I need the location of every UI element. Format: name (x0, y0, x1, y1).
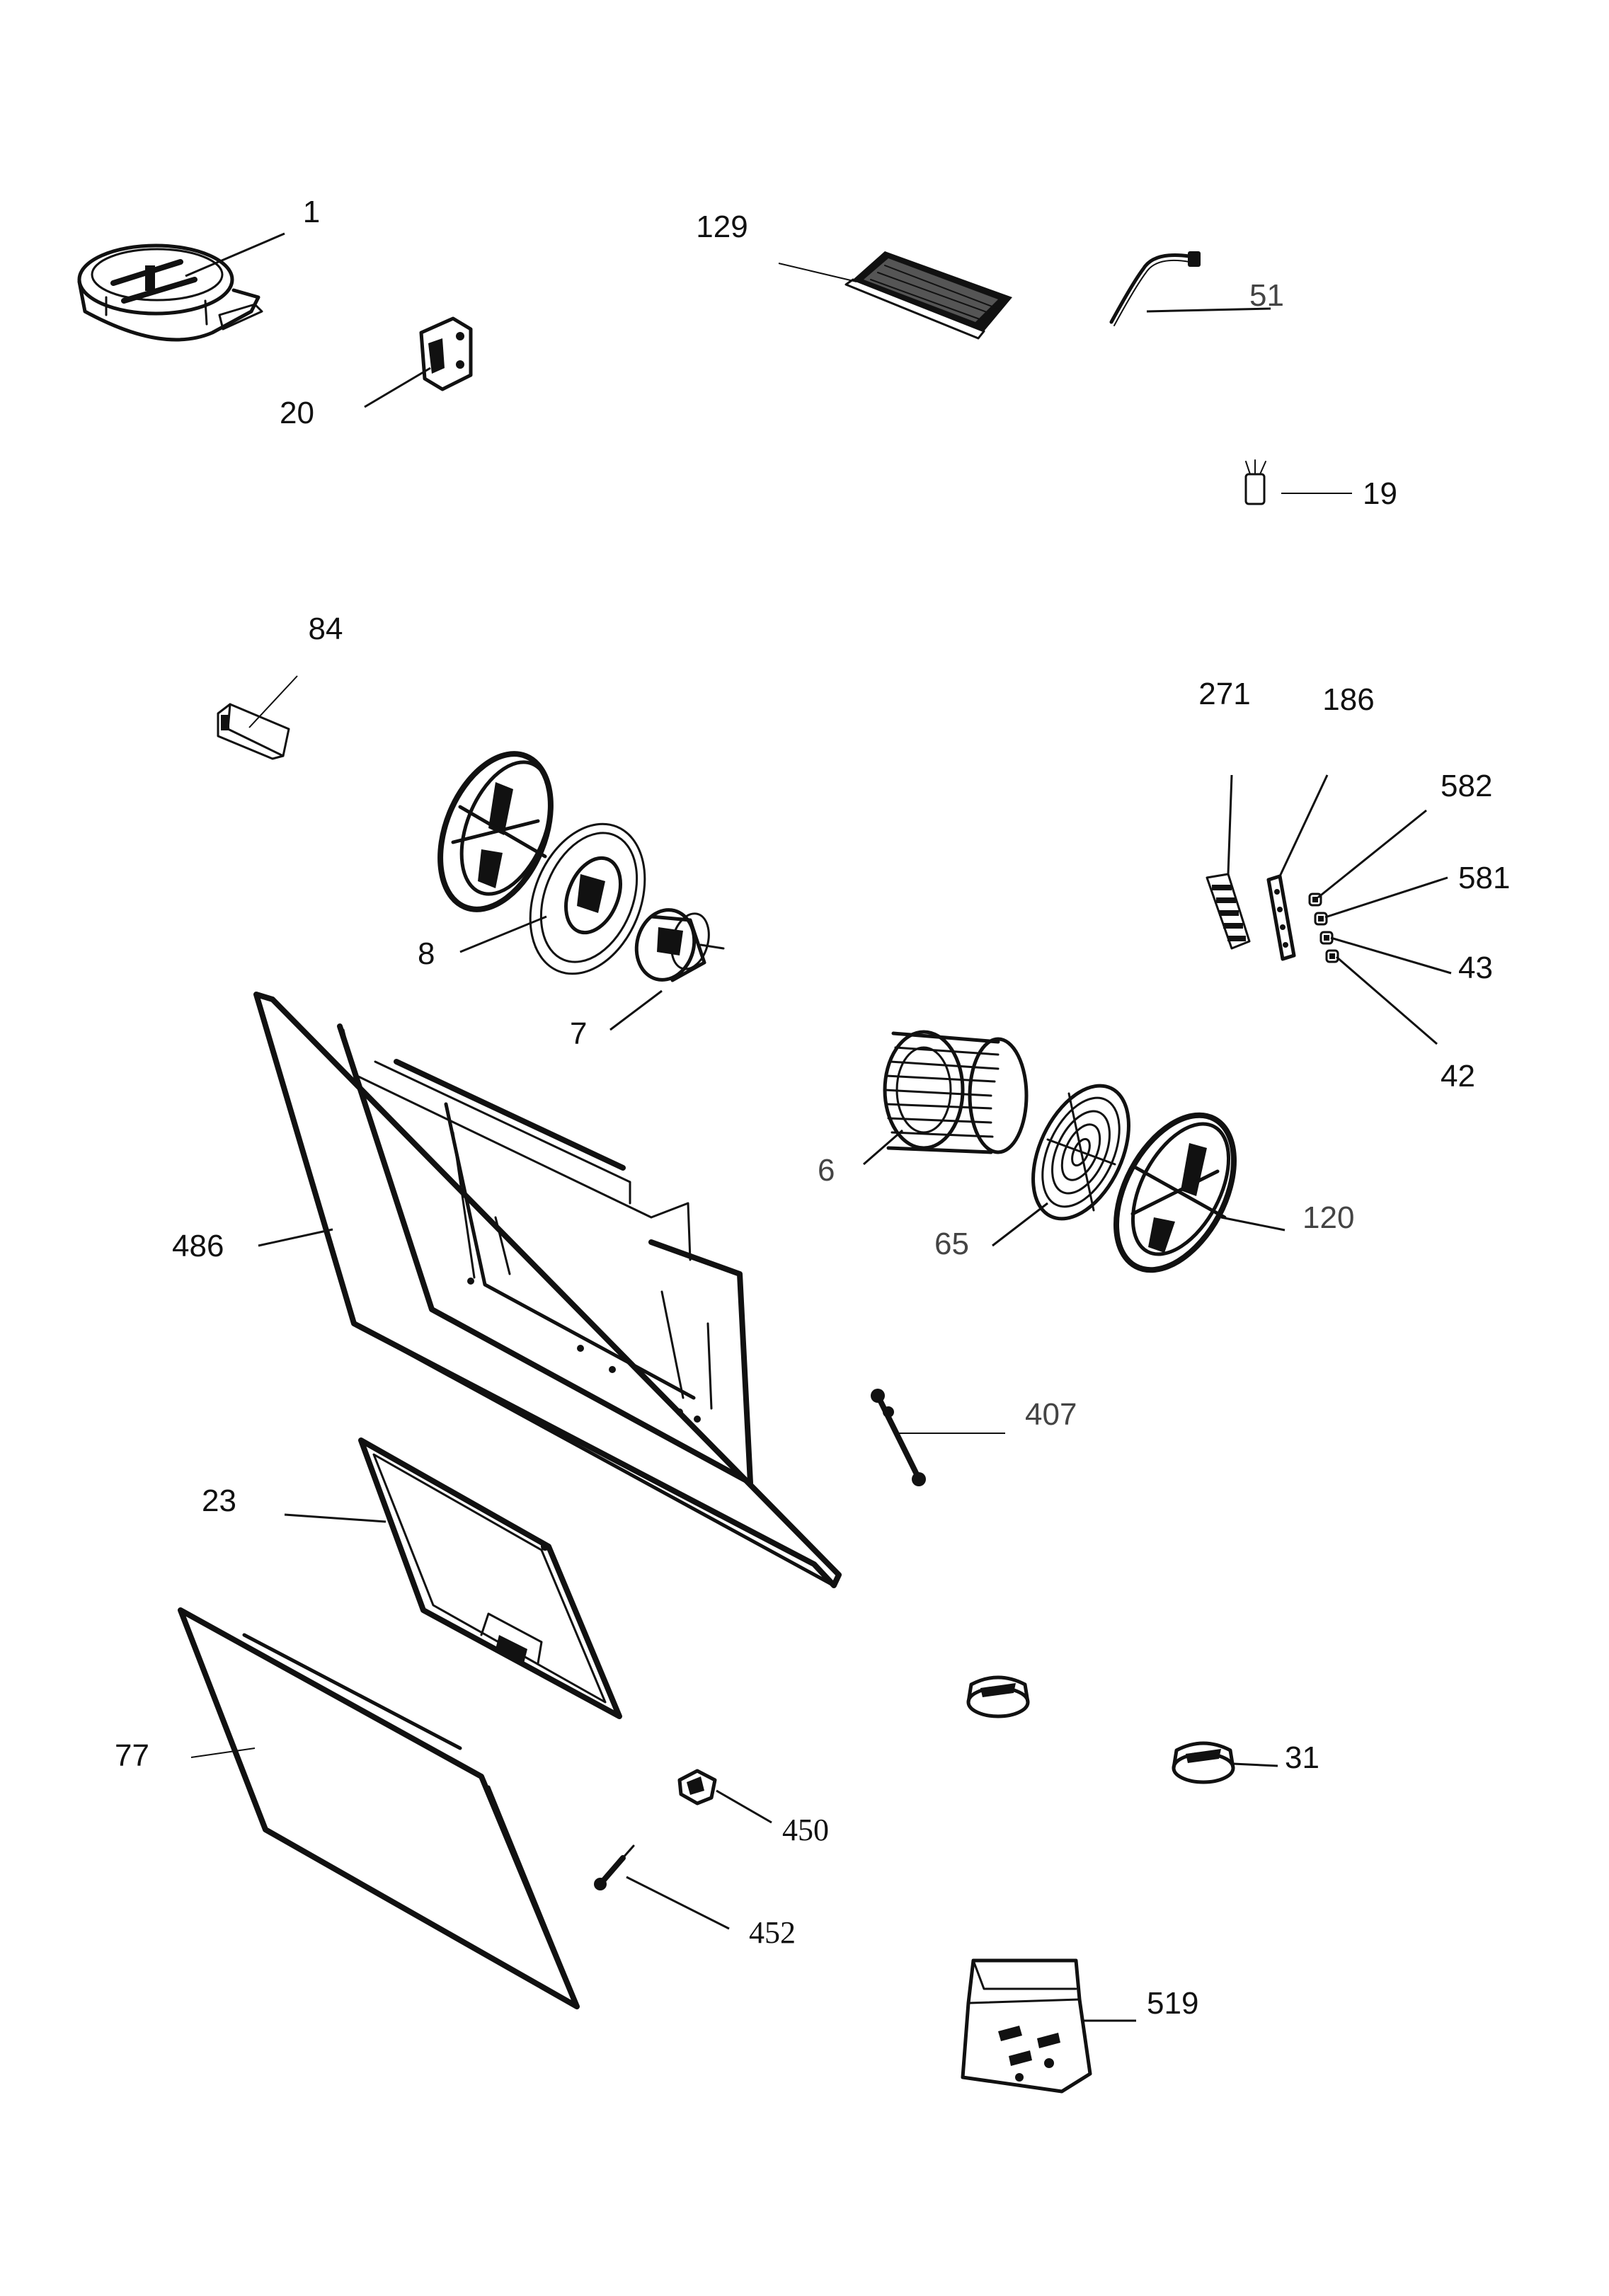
label-582: 582 (1441, 769, 1492, 803)
fan-grille-icon (1031, 1084, 1130, 1221)
power-cable-icon (1109, 251, 1201, 326)
label-84: 84 (309, 612, 343, 646)
fan-housing-icon (437, 751, 554, 912)
motor-icon (634, 908, 725, 982)
label-51: 51 (1249, 278, 1284, 313)
glass-panel-icon (178, 1607, 580, 2009)
label-19: 19 (1363, 476, 1397, 511)
small-nut-icon (1314, 912, 1328, 926)
label-6: 6 (818, 1153, 835, 1188)
motor-plate-icon (529, 822, 646, 975)
fan-housing-icon (1113, 1112, 1237, 1273)
impeller-icon (883, 1030, 1029, 1154)
label-450: 450 (782, 1813, 829, 1847)
small-nut-icon (1325, 949, 1339, 963)
label-581: 581 (1458, 861, 1510, 895)
label-407: 407 (1025, 1397, 1077, 1432)
capacitor-icon (1244, 459, 1266, 505)
label-8: 8 (418, 936, 435, 971)
switch-module-icon (419, 316, 473, 391)
label-31: 31 (1285, 1740, 1319, 1775)
gas-spring-icon (871, 1389, 926, 1486)
led-driver-icon (217, 703, 290, 760)
carbon-filter-icon (844, 251, 1012, 340)
grease-filter-icon (358, 1437, 622, 1719)
screw-bag-icon (961, 1958, 1092, 2094)
knob-icon (966, 1675, 1030, 1718)
label-43: 43 (1458, 951, 1493, 985)
terminal-block-icon (1206, 873, 1251, 950)
label-7: 7 (570, 1016, 587, 1051)
label-486: 486 (172, 1229, 224, 1263)
label-77: 77 (115, 1738, 149, 1773)
hood-body-icon (253, 992, 842, 1588)
damper-ring-icon (77, 243, 263, 342)
label-1: 1 (303, 195, 320, 229)
label-271: 271 (1198, 677, 1250, 711)
pin-icon (594, 1844, 635, 1890)
label-65: 65 (934, 1227, 969, 1261)
label-23: 23 (202, 1483, 236, 1518)
label-519: 519 (1147, 1986, 1198, 2021)
label-42: 42 (1441, 1059, 1475, 1094)
label-20: 20 (280, 396, 314, 430)
label-186: 186 (1322, 682, 1374, 717)
small-nut-icon (1319, 931, 1334, 945)
knob-icon (1172, 1741, 1235, 1784)
clip-icon (677, 1769, 717, 1806)
label-120: 120 (1302, 1200, 1354, 1235)
label-129: 129 (696, 209, 748, 244)
control-board-icon (1266, 874, 1296, 961)
label-452: 452 (749, 1915, 796, 1950)
